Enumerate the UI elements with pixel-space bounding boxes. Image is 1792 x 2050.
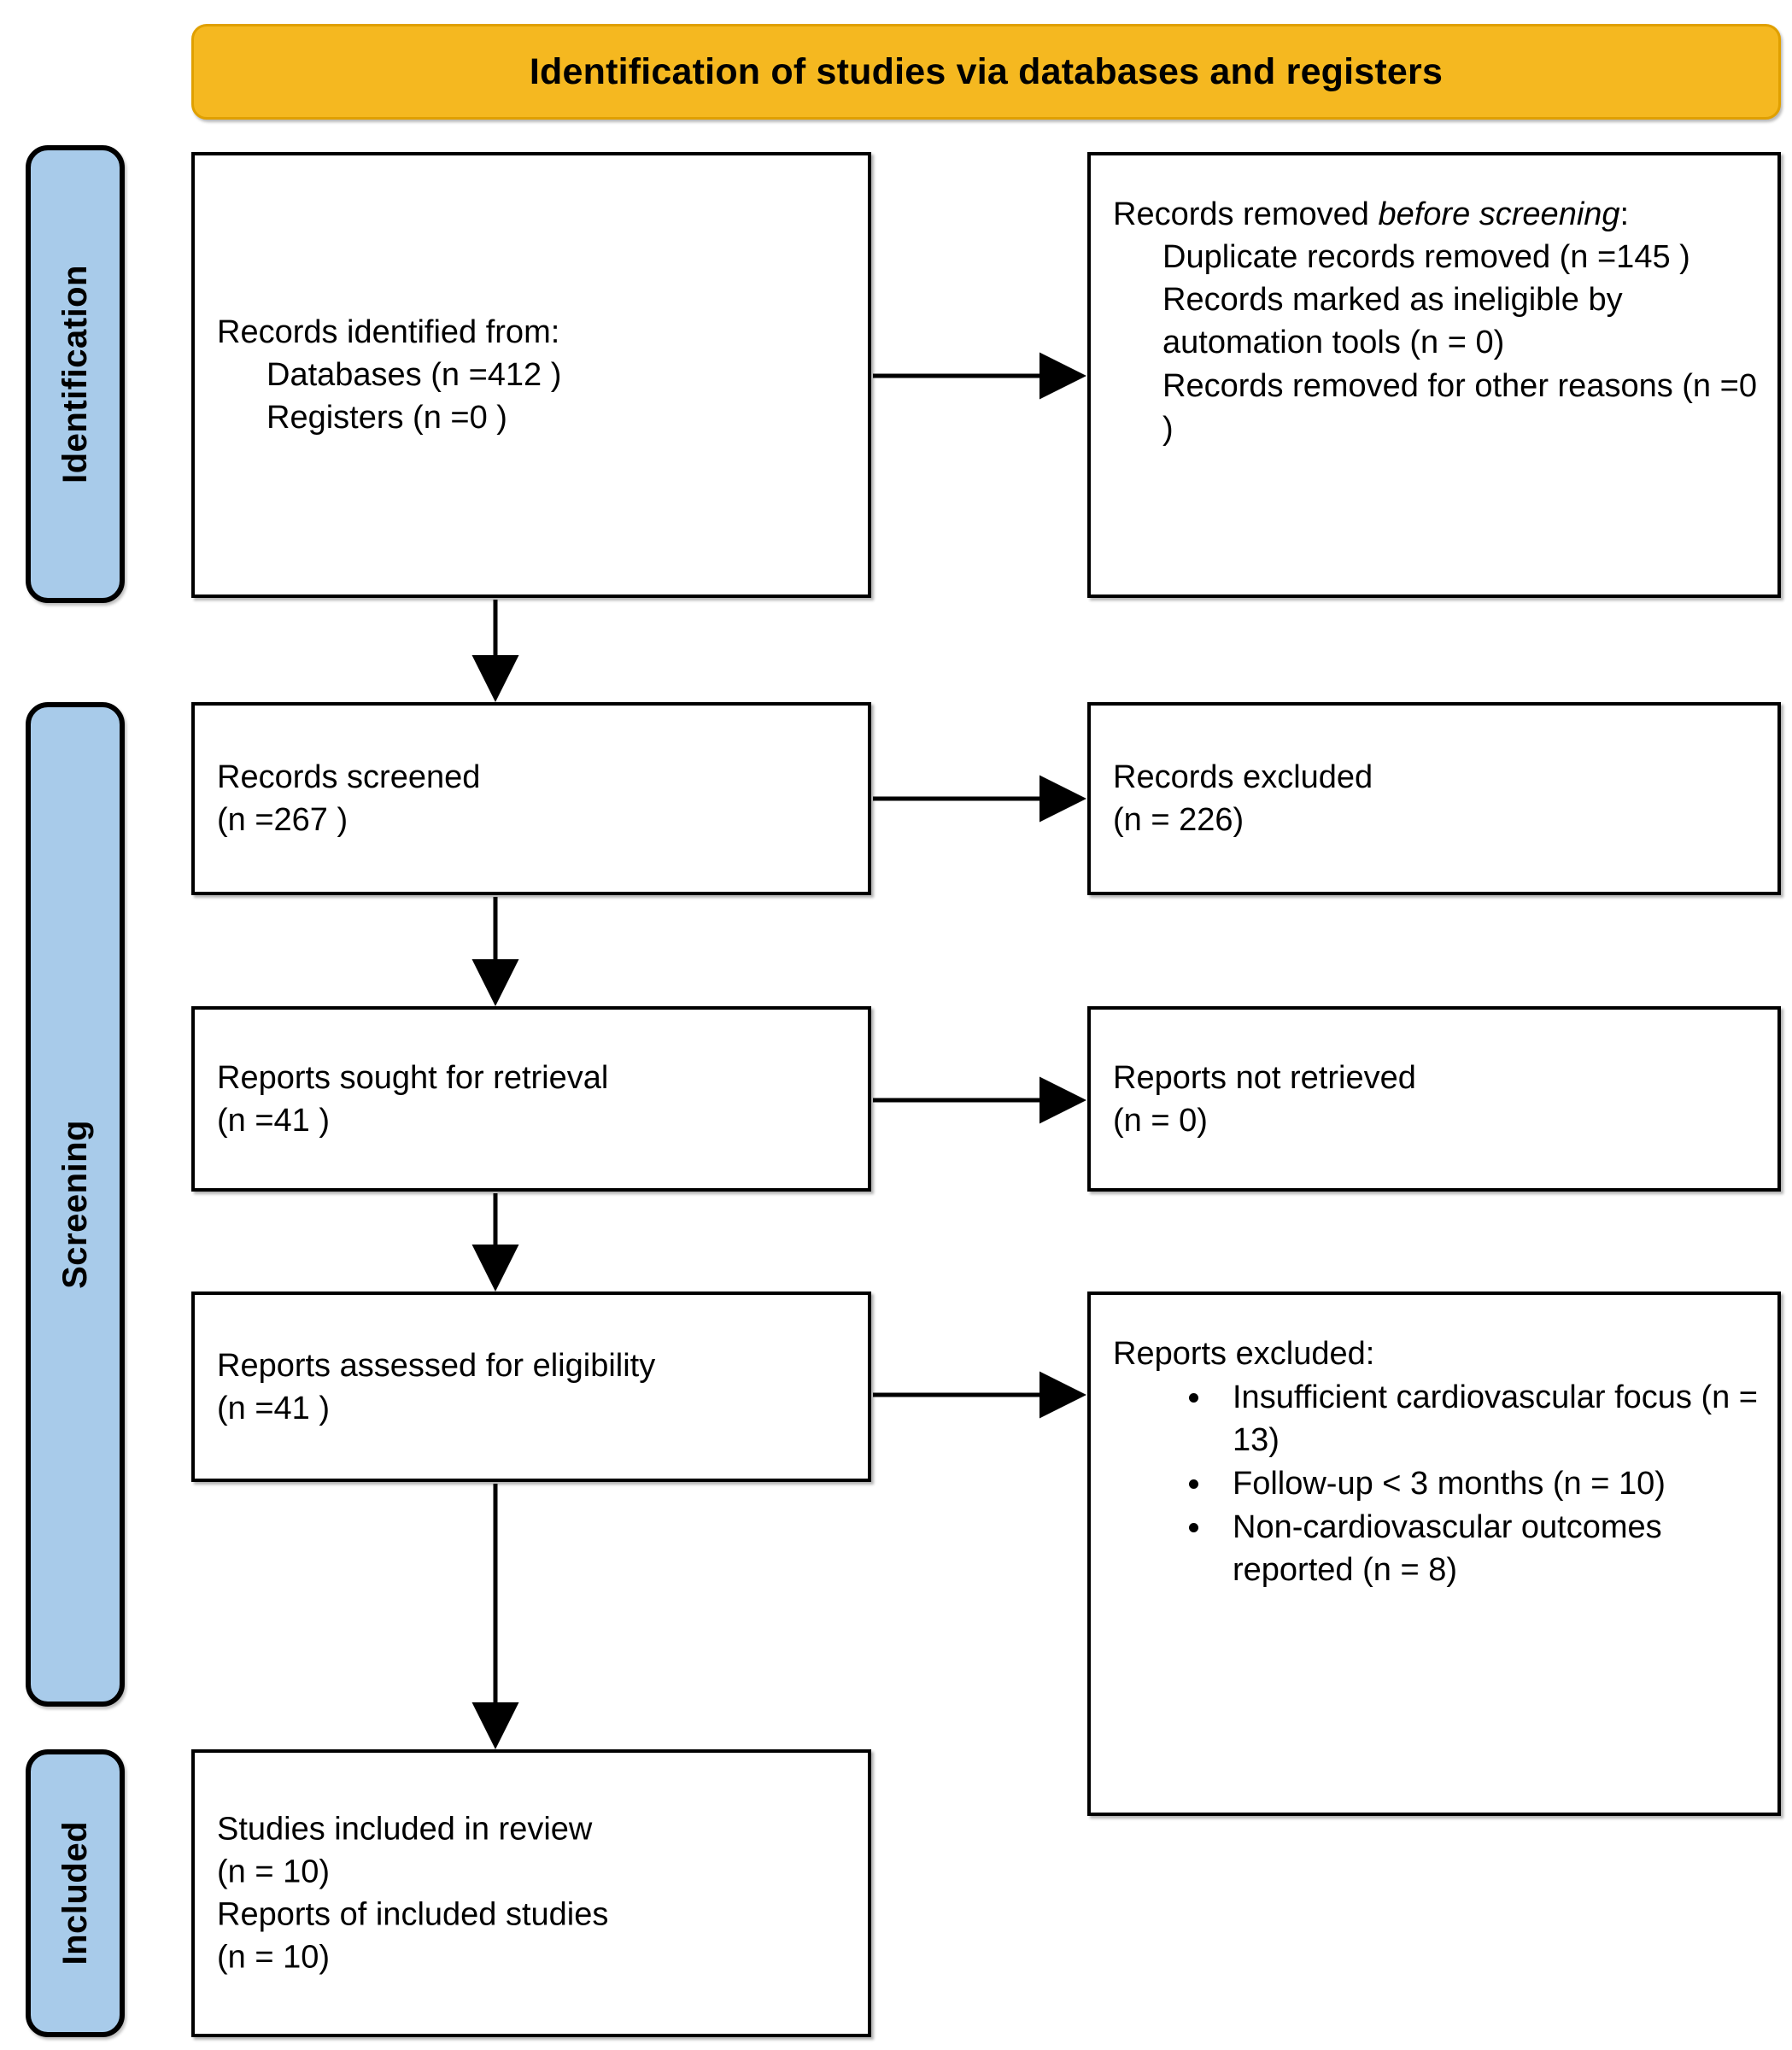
box-records-removed-content: Records removed before screening: Duplic… bbox=[1113, 193, 1760, 450]
records-removed-duplicates: Duplicate records removed (n =145 ) bbox=[1162, 239, 1690, 276]
box-reports-excluded: Reports excluded: Insufficient cardiovas… bbox=[1087, 1292, 1781, 1816]
reports-sought-label: Reports sought for retrieval bbox=[217, 1059, 609, 1096]
box-reports-sought-for-retrieval: Reports sought for retrieval (n =41 ) bbox=[191, 1006, 871, 1192]
box-records-screened: Records screened (n =267 ) bbox=[191, 702, 871, 895]
box-reports-not-retrieved: Reports not retrieved (n = 0) bbox=[1087, 1006, 1781, 1192]
records-removed-heading-colon: : bbox=[1619, 196, 1630, 232]
records-removed-heading-italic: before screening bbox=[1378, 196, 1620, 232]
records-screened-label: Records screened bbox=[217, 758, 481, 795]
box-records-excluded-content: Records excluded (n = 226) bbox=[1113, 756, 1760, 841]
studies-included-label: Studies included in review bbox=[217, 1811, 593, 1848]
records-excluded-count: (n = 226) bbox=[1113, 802, 1244, 838]
list-item: Insufficient cardiovascular focus (n = 1… bbox=[1214, 1377, 1760, 1461]
box-studies-included-content: Studies included in review (n = 10) Repo… bbox=[217, 1807, 851, 1979]
box-records-identified: Records identified from: Databases (n =4… bbox=[191, 152, 871, 598]
box-reports-assessed-content: Reports assessed for eligibility (n =41 … bbox=[217, 1344, 851, 1429]
records-excluded-label: Records excluded bbox=[1113, 758, 1373, 795]
stage-tab-included: Included bbox=[26, 1749, 125, 2037]
diagram-header-banner: Identification of studies via databases … bbox=[191, 24, 1781, 120]
reports-included-label: Reports of included studies bbox=[217, 1896, 609, 1933]
box-records-excluded: Records excluded (n = 226) bbox=[1087, 702, 1781, 895]
diagram-header-title: Identification of studies via databases … bbox=[529, 50, 1444, 92]
reports-assessed-count: (n =41 ) bbox=[217, 1390, 331, 1426]
list-item: Follow-up < 3 months (n = 10) bbox=[1214, 1463, 1760, 1505]
records-removed-heading: Records removed before screening: bbox=[1113, 193, 1760, 236]
reports-assessed-label: Reports assessed for eligibility bbox=[217, 1347, 656, 1384]
reports-included-count: (n = 10) bbox=[217, 1939, 331, 1976]
records-screened-count: (n =267 ) bbox=[217, 802, 348, 838]
records-identified-registers: Registers (n =0 ) bbox=[266, 400, 507, 436]
records-removed-automation: Records marked as ineligible by automati… bbox=[1162, 282, 1623, 361]
reports-not-retrieved-label: Reports not retrieved bbox=[1113, 1059, 1416, 1096]
list-item: Non-cardiovascular outcomes reported (n … bbox=[1214, 1507, 1760, 1591]
box-records-screened-content: Records screened (n =267 ) bbox=[217, 756, 851, 841]
records-removed-other: Records removed for other reasons (n =0 … bbox=[1162, 367, 1757, 447]
stage-tab-identification: Identification bbox=[26, 145, 125, 603]
reports-excluded-heading: Reports excluded: bbox=[1113, 1336, 1375, 1372]
reports-excluded-reason-list: Insufficient cardiovascular focus (n = 1… bbox=[1113, 1377, 1760, 1591]
box-reports-not-retrieved-content: Reports not retrieved (n = 0) bbox=[1113, 1056, 1760, 1141]
reports-sought-count: (n =41 ) bbox=[217, 1102, 331, 1139]
box-records-identified-content: Records identified from: Databases (n =4… bbox=[217, 311, 851, 439]
stage-tab-screening: Screening bbox=[26, 702, 125, 1707]
box-records-removed-before-screening: Records removed before screening: Duplic… bbox=[1087, 152, 1781, 598]
box-reports-excluded-content: Reports excluded: Insufficient cardiovas… bbox=[1113, 1332, 1760, 1593]
records-identified-databases: Databases (n =412 ) bbox=[266, 356, 562, 393]
records-removed-heading-plain: Records removed bbox=[1113, 196, 1379, 232]
records-identified-heading: Records identified from: bbox=[217, 313, 560, 350]
reports-not-retrieved-count: (n = 0) bbox=[1113, 1102, 1208, 1139]
studies-included-count: (n = 10) bbox=[217, 1854, 331, 1890]
box-reports-assessed-for-eligibility: Reports assessed for eligibility (n =41 … bbox=[191, 1292, 871, 1482]
box-reports-sought-content: Reports sought for retrieval (n =41 ) bbox=[217, 1056, 851, 1141]
box-studies-included: Studies included in review (n = 10) Repo… bbox=[191, 1749, 871, 2037]
